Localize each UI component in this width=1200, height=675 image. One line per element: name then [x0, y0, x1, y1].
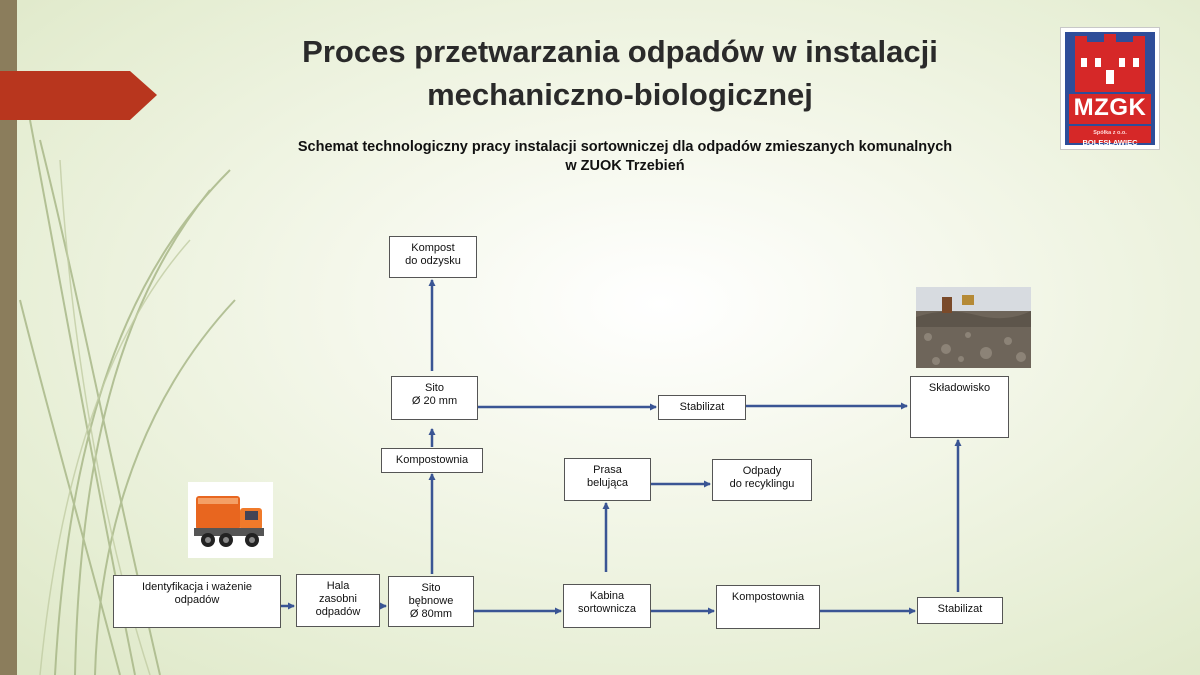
- node-stabilizat-mid: Stabilizat: [658, 395, 746, 420]
- left-band: [0, 0, 17, 675]
- node-identyfikacja: Identyfikacja i ważenie odpadów: [113, 575, 281, 628]
- mzgk-logo: MZGK Spółka z o.o. BOLESŁAWIEC: [1060, 27, 1160, 150]
- page-title: Proces przetwarzania odpadów w instalacj…: [302, 34, 938, 112]
- accent-arrow-shape: [0, 71, 157, 120]
- node-sito-bebnowe: Sito bębnowe Ø 80mm: [388, 576, 474, 627]
- garbage-truck-image: [188, 482, 273, 558]
- landfill-image: [916, 287, 1031, 368]
- logo-abbreviation: MZGK: [1073, 94, 1147, 121]
- node-kompostownia-bottom: Kompostownia: [716, 585, 820, 629]
- node-kompostownia-mid: Kompostownia: [381, 448, 483, 473]
- node-kompost-do-odzysku: Kompost do odzysku: [389, 236, 477, 278]
- node-odpady-do-recyklingu: Odpady do recyklingu: [712, 459, 812, 501]
- logo-company-form: Spółka z o.o.: [1093, 130, 1127, 136]
- node-kabina-sortownicza: Kabina sortownicza: [563, 584, 651, 628]
- node-skladowisko: Składowisko: [910, 376, 1009, 438]
- logo-city: BOLESŁAWIEC: [1082, 138, 1138, 147]
- node-prasa-belujaca: Prasa belująca: [564, 458, 651, 501]
- node-stabilizat-bottom: Stabilizat: [917, 597, 1003, 624]
- node-sito-20mm: Sito Ø 20 mm: [391, 376, 478, 420]
- diagram-subtitle: Schemat technologiczny pracy instalacji …: [297, 139, 953, 174]
- node-hala-zasobni: Hala zasobni odpadów: [296, 574, 380, 627]
